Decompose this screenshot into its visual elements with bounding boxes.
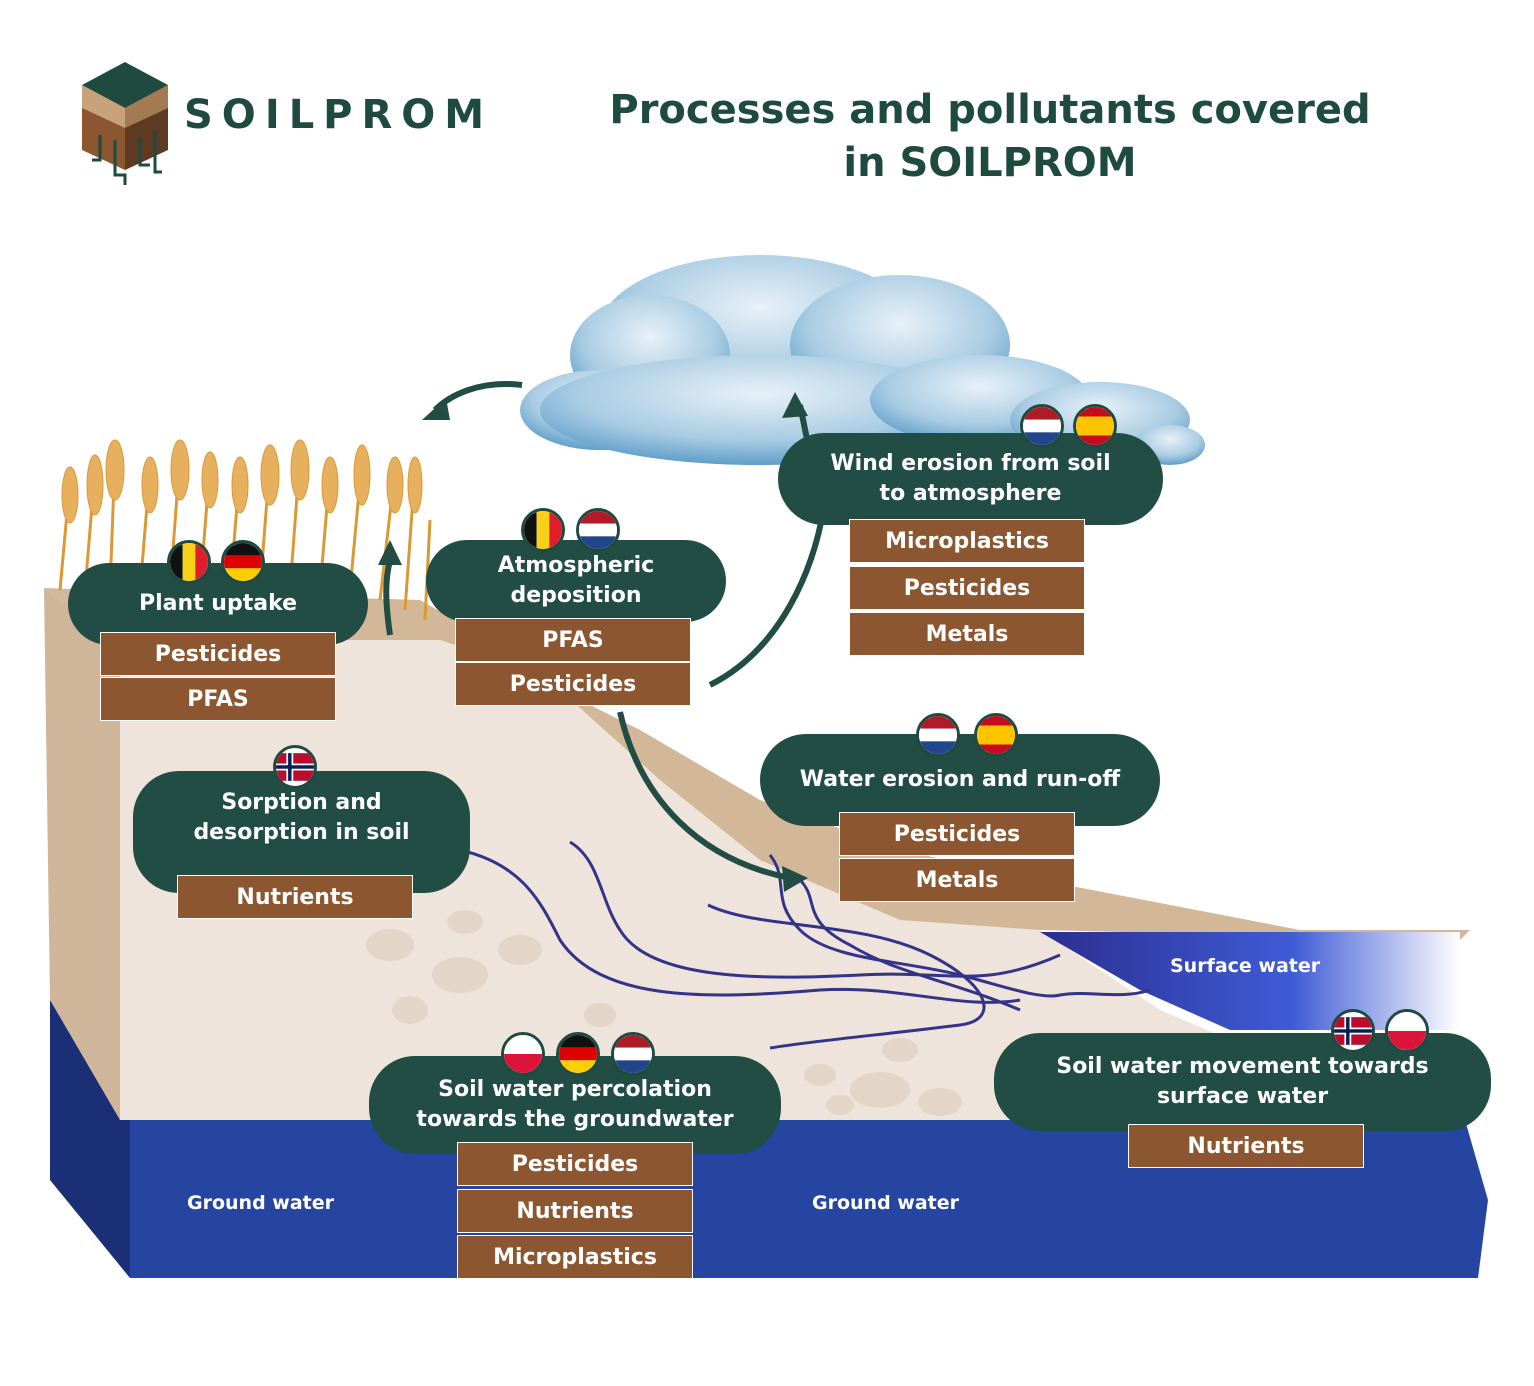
flag-netherlands-icon bbox=[916, 713, 960, 757]
process-label: Atmospheric deposition bbox=[497, 553, 655, 608]
process-plant-uptake: Plant uptake bbox=[68, 563, 368, 645]
tag-pesticides: Pesticides bbox=[849, 566, 1085, 610]
arrow-heads bbox=[378, 392, 808, 892]
soil-water-channels bbox=[449, 840, 1151, 1050]
process-wind-erosion: Wind erosion from soil to atmosphere bbox=[778, 433, 1163, 525]
soilprom-logo-mark bbox=[82, 62, 168, 185]
title-line-2: in SOILPROM bbox=[843, 140, 1137, 186]
process-label: Soil water percolation towards the groun… bbox=[416, 1077, 734, 1132]
flag-netherlands-icon bbox=[1020, 404, 1064, 448]
flag-belgium-icon bbox=[167, 540, 211, 584]
flag-poland-icon bbox=[1385, 1009, 1429, 1053]
process-label: Plant uptake bbox=[138, 591, 298, 616]
tag-pfas: PFAS bbox=[100, 677, 336, 721]
flag-germany-icon bbox=[556, 1032, 600, 1076]
tag-microplastics: Microplastics bbox=[849, 519, 1085, 563]
surface-water-label: Surface water bbox=[1170, 955, 1321, 977]
groundwater-label-left: Ground water bbox=[187, 1192, 334, 1214]
flag-poland-icon bbox=[501, 1032, 545, 1076]
flag-spain-icon bbox=[1073, 404, 1117, 448]
brand-wordmark: SOILPROM bbox=[184, 92, 494, 138]
process-label: Wind erosion from soil to atmosphere bbox=[830, 451, 1111, 506]
flag-norway-icon bbox=[273, 745, 317, 789]
tag-metals: Metals bbox=[839, 858, 1075, 902]
process-percolation: Soil water percolation towards the groun… bbox=[369, 1056, 781, 1154]
tag-metals: Metals bbox=[849, 612, 1085, 656]
process-label: Water erosion and run-off bbox=[799, 767, 1121, 792]
tag-nutrients: Nutrients bbox=[177, 875, 413, 919]
wheat-field bbox=[58, 439, 432, 621]
process-water-erosion: Water erosion and run-off bbox=[760, 734, 1160, 826]
process-sorption: Sorption and desorption in soil bbox=[133, 771, 470, 893]
groundwater-label-right: Ground water bbox=[812, 1192, 959, 1214]
tag-nutrients: Nutrients bbox=[1128, 1124, 1364, 1168]
flag-germany-icon bbox=[221, 540, 265, 584]
process-label: Soil water movement towards surface wate… bbox=[1056, 1054, 1429, 1109]
flag-belgium-icon bbox=[521, 508, 565, 552]
tag-pesticides: Pesticides bbox=[100, 632, 336, 676]
process-label: Sorption and desorption in soil bbox=[193, 790, 410, 845]
flag-netherlands-icon bbox=[576, 508, 620, 552]
flag-spain-icon bbox=[974, 713, 1018, 757]
tag-pesticides: Pesticides bbox=[839, 812, 1075, 856]
page-title: Processes and pollutants covered in SOIL… bbox=[560, 84, 1420, 190]
tag-microplastics: Microplastics bbox=[457, 1235, 693, 1279]
process-atmospheric-deposition: Atmospheric deposition bbox=[426, 540, 726, 622]
tag-nutrients: Nutrients bbox=[457, 1189, 693, 1233]
tag-pesticides: Pesticides bbox=[455, 662, 691, 706]
tag-pesticides: Pesticides bbox=[457, 1142, 693, 1186]
surface-water bbox=[1040, 932, 1460, 1030]
title-line-1: Processes and pollutants covered bbox=[609, 87, 1371, 133]
flag-norway-icon bbox=[1331, 1009, 1375, 1053]
process-surface-water-movement: Soil water movement towards surface wate… bbox=[994, 1033, 1491, 1131]
flag-netherlands-icon bbox=[611, 1032, 655, 1076]
tag-pfas: PFAS bbox=[455, 618, 691, 662]
